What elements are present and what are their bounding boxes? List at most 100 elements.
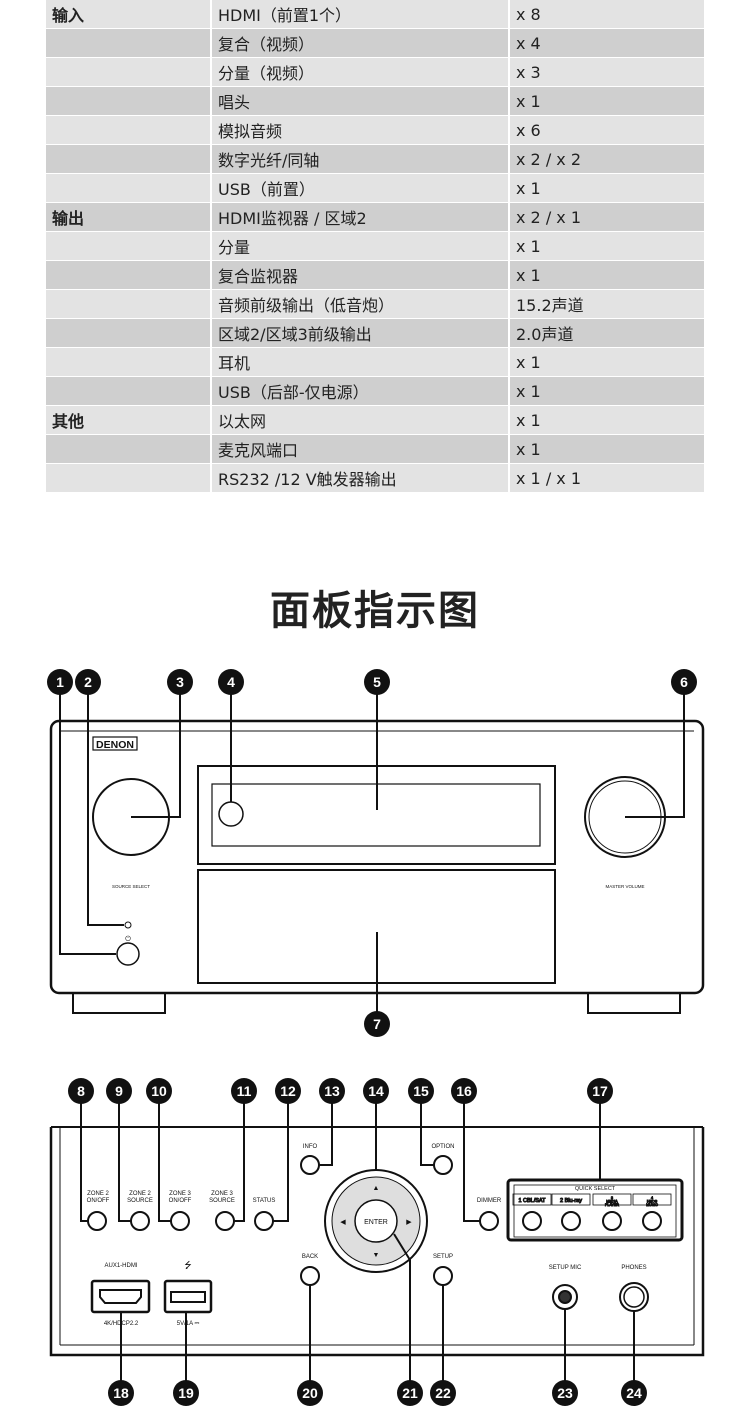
spec-group bbox=[46, 144, 211, 174]
zone3-source-label-1: ZONE 3 bbox=[211, 1191, 233, 1197]
spec-item: 复合（视频） bbox=[210, 28, 509, 58]
quick-select-label: MEDIA bbox=[606, 1200, 618, 1204]
left-arrow-icon[interactable]: ◀ bbox=[340, 1219, 346, 1226]
callout-badge: 9 bbox=[106, 1078, 132, 1104]
section-title: 面板指示图 bbox=[270, 588, 480, 634]
spec-item: 耳机 bbox=[210, 347, 509, 377]
callout-badge: 4 bbox=[218, 669, 244, 695]
spec-qty: x 2 / x 1 bbox=[508, 202, 704, 232]
enter-button[interactable] bbox=[354, 1199, 398, 1243]
spec-item: 以太网 bbox=[210, 405, 509, 435]
callout-badge-number: 23 bbox=[557, 1385, 573, 1401]
callout-badge-number: 7 bbox=[373, 1016, 381, 1032]
callout-badge-number: 11 bbox=[237, 1083, 252, 1099]
spec-qty: 15.2声道 bbox=[508, 289, 704, 319]
setup-button[interactable] bbox=[433, 1266, 453, 1286]
callout-badge: 23 bbox=[552, 1380, 578, 1406]
spec-group bbox=[46, 376, 211, 406]
callout-badge-number: 15 bbox=[413, 1083, 429, 1099]
callout-badge-number: 14 bbox=[368, 1083, 384, 1099]
zone2-onoff-button[interactable] bbox=[87, 1211, 107, 1231]
brand-text: DENON bbox=[96, 739, 134, 751]
callout-badge: 20 bbox=[297, 1380, 323, 1406]
quick-select-label: 2 Blu-ray bbox=[560, 1198, 582, 1204]
back-label: BACK bbox=[302, 1254, 318, 1260]
callout-badge: 15 bbox=[408, 1078, 434, 1104]
callout-badge-number: 5 bbox=[373, 674, 381, 690]
callout-badge-number: 12 bbox=[280, 1083, 296, 1099]
spec-qty: x 3 bbox=[508, 57, 704, 87]
callout-badge-number: 1 bbox=[56, 674, 64, 690]
spec-item: USB（前置） bbox=[210, 173, 509, 203]
spec-group: 输出 bbox=[46, 202, 211, 232]
quick-select-group bbox=[506, 1178, 684, 1242]
up-arrow-icon[interactable]: ▲ bbox=[373, 1185, 380, 1192]
status-button[interactable] bbox=[254, 1211, 274, 1231]
right-arrow-icon[interactable]: ▶ bbox=[406, 1219, 412, 1226]
spec-row: 复合（视频）x 4 bbox=[46, 28, 704, 58]
callout-badge: 11 bbox=[231, 1078, 257, 1104]
quick-select-label-box bbox=[632, 1193, 672, 1206]
spec-qty: x 1 bbox=[508, 434, 704, 464]
quick-select-label: PLAYER bbox=[605, 1203, 619, 1207]
setup-mic-label: SETUP MIC bbox=[549, 1265, 582, 1271]
quick-select-button-1[interactable] bbox=[522, 1211, 542, 1231]
spec-group bbox=[46, 231, 211, 261]
info-button[interactable] bbox=[300, 1155, 320, 1175]
back-button[interactable] bbox=[300, 1266, 320, 1286]
quick-select-button-3[interactable] bbox=[602, 1211, 622, 1231]
setup-label: SETUP bbox=[433, 1254, 453, 1260]
power-button[interactable] bbox=[116, 942, 140, 966]
spec-group bbox=[46, 318, 211, 348]
spec-qty: x 1 / x 1 bbox=[508, 463, 704, 493]
dimmer-button[interactable] bbox=[479, 1211, 499, 1231]
spec-item: 复合监视器 bbox=[210, 260, 509, 290]
callout-badge: 2 bbox=[75, 669, 101, 695]
zone3-source-button[interactable] bbox=[215, 1211, 235, 1231]
usb-icon: ⭍ bbox=[184, 1260, 192, 1270]
spec-item: 音频前级输出（低音炮） bbox=[210, 289, 509, 319]
spec-item: 数字光纤/同轴 bbox=[210, 144, 509, 174]
spec-item: 分量（视频） bbox=[210, 57, 509, 87]
option-button[interactable] bbox=[433, 1155, 453, 1175]
quick-select-label-box bbox=[512, 1193, 552, 1206]
dimmer-label: DIMMER bbox=[477, 1198, 502, 1204]
spec-qty: 2.0声道 bbox=[508, 318, 704, 348]
callout-badge-number: 9 bbox=[115, 1083, 123, 1099]
callout-badge-number: 13 bbox=[324, 1083, 340, 1099]
usb-port[interactable] bbox=[163, 1279, 213, 1314]
spec-qty: x 1 bbox=[508, 86, 704, 116]
zone2-source-button[interactable] bbox=[130, 1211, 150, 1231]
spec-group: 输入 bbox=[46, 0, 211, 29]
spec-item: 唱头 bbox=[210, 86, 509, 116]
callout-badge: 8 bbox=[68, 1078, 94, 1104]
quick-select-button-4[interactable] bbox=[642, 1211, 662, 1231]
callout-badge: 16 bbox=[451, 1078, 477, 1104]
callout-badge: 7 bbox=[364, 1011, 390, 1037]
zone3-onoff-label-1: ZONE 3 bbox=[169, 1191, 191, 1197]
spec-group bbox=[46, 57, 211, 87]
quick-select-label: 1 CBL/SAT bbox=[518, 1198, 546, 1204]
spec-item: 模拟音频 bbox=[210, 115, 509, 145]
zone3-onoff-button[interactable] bbox=[170, 1211, 190, 1231]
spec-group bbox=[46, 173, 211, 203]
callout-badge-number: 2 bbox=[84, 674, 92, 690]
spec-item: HDMI（前置1个） bbox=[210, 0, 509, 29]
down-arrow-icon[interactable]: ▼ bbox=[373, 1252, 380, 1259]
spec-item: USB（后部-仅电源） bbox=[210, 376, 509, 406]
callout-badge: 14 bbox=[363, 1078, 389, 1104]
spec-qty: x 2 / x 2 bbox=[508, 144, 704, 174]
quick-select-button-2[interactable] bbox=[561, 1211, 581, 1231]
receiver-controls: ZONE 2 ON/OFF ZONE 2 SOURCE ZONE 3 ON/OF… bbox=[49, 1091, 705, 1393]
spec-qty: x 1 bbox=[508, 376, 704, 406]
spec-row: USB（前置）x 1 bbox=[46, 173, 704, 203]
quick-select-title: QUICK SELECT bbox=[575, 1186, 616, 1192]
callout-badge: 6 bbox=[671, 669, 697, 695]
